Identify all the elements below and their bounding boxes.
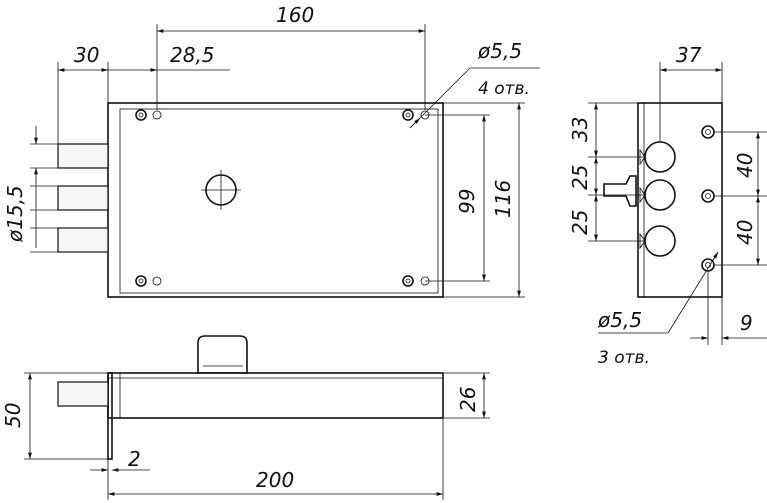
side-handle xyxy=(603,175,637,207)
dim-37: 37 xyxy=(676,43,702,67)
lock-body-inner xyxy=(119,108,439,294)
dim-40-bottom: 40 xyxy=(733,220,757,245)
side-holes xyxy=(701,125,715,272)
dim-33: 33 xyxy=(568,117,592,142)
dim-hole-count-side: 3 отв. xyxy=(598,348,650,368)
dim-2: 2 xyxy=(128,447,141,471)
dim-hole-diameter-side: ø5,5 xyxy=(597,308,642,332)
dim-50: 50 xyxy=(1,403,25,428)
side-view: 37 33 25 25 40 40 ø5,5 3 отв. 9 xyxy=(568,43,767,368)
dim-99: 99 xyxy=(455,189,479,214)
bottom-body-outline xyxy=(107,372,444,419)
dim-40-top: 40 xyxy=(733,153,757,178)
dim-hole-count-front: 4 отв. xyxy=(478,79,530,99)
bolts xyxy=(30,143,109,253)
bottom-view: 50 26 2 200 xyxy=(1,335,490,500)
dim-200: 200 xyxy=(256,468,294,492)
dim-hole-diameter-front: ø5,5 xyxy=(477,39,522,63)
dim-26: 26 xyxy=(456,387,480,412)
lock-body-outline xyxy=(107,102,444,298)
dim-25-low: 25 xyxy=(568,210,592,235)
dim-bolt-diameter: ø15,5 xyxy=(3,185,27,243)
bottom-handle xyxy=(197,335,248,374)
side-body-outline xyxy=(637,102,723,298)
dim-9: 9 xyxy=(740,311,753,335)
dim-116: 116 xyxy=(491,180,515,218)
dim-160: 160 xyxy=(276,3,314,27)
dim-25-mid: 25 xyxy=(568,165,592,190)
dim-28-5: 28,5 xyxy=(170,43,215,67)
dim-30: 30 xyxy=(74,43,99,67)
side-cylinders xyxy=(639,141,676,257)
mounting-holes xyxy=(135,109,430,287)
front-view: 160 30 28,5 ø5,5 4 отв. ø15,5 99 116 xyxy=(3,3,540,298)
